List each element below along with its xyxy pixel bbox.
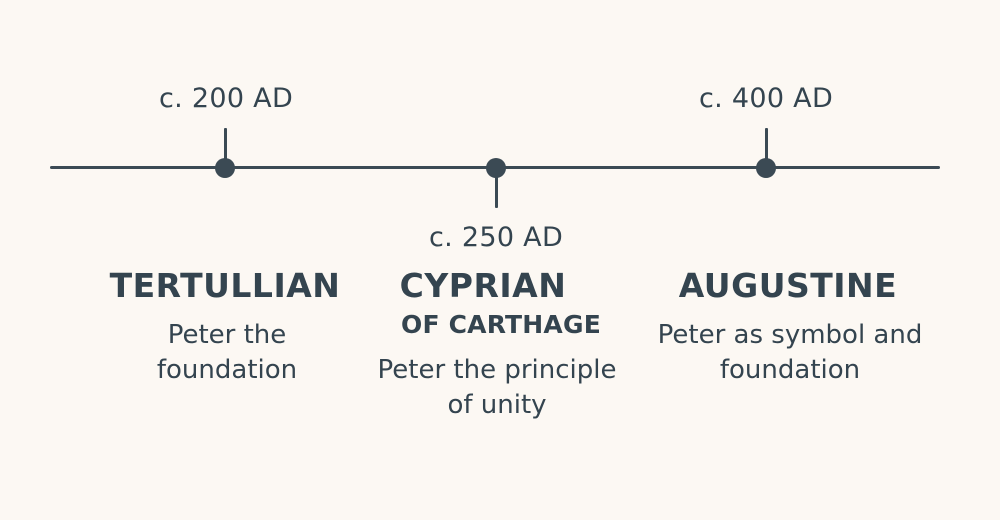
- name-tertullian: TERTULLIAN: [109, 266, 341, 305]
- description-tertullian: Peter the foundation: [156, 320, 298, 385]
- marker-tertullian: [215, 158, 235, 178]
- description-cyprian: Peter the principle of unity: [377, 355, 617, 420]
- name-cyprian: CYPRIAN: [399, 266, 567, 305]
- subname-cyprian: OF CARTHAGE: [401, 310, 601, 339]
- marker-cyprian: [486, 158, 506, 178]
- date-label-tertullian: c. 200 AD: [158, 83, 294, 114]
- date-label-cyprian: c. 250 AD: [428, 222, 564, 253]
- tick-cyprian: [495, 168, 498, 208]
- tick-tertullian: [224, 128, 227, 168]
- marker-augustine: [756, 158, 776, 178]
- tick-augustine: [765, 128, 768, 168]
- name-augustine: AUGUSTINE: [678, 266, 898, 305]
- description-augustine: Peter as symbol and foundation: [657, 320, 923, 385]
- date-label-augustine: c. 400 AD: [698, 83, 834, 114]
